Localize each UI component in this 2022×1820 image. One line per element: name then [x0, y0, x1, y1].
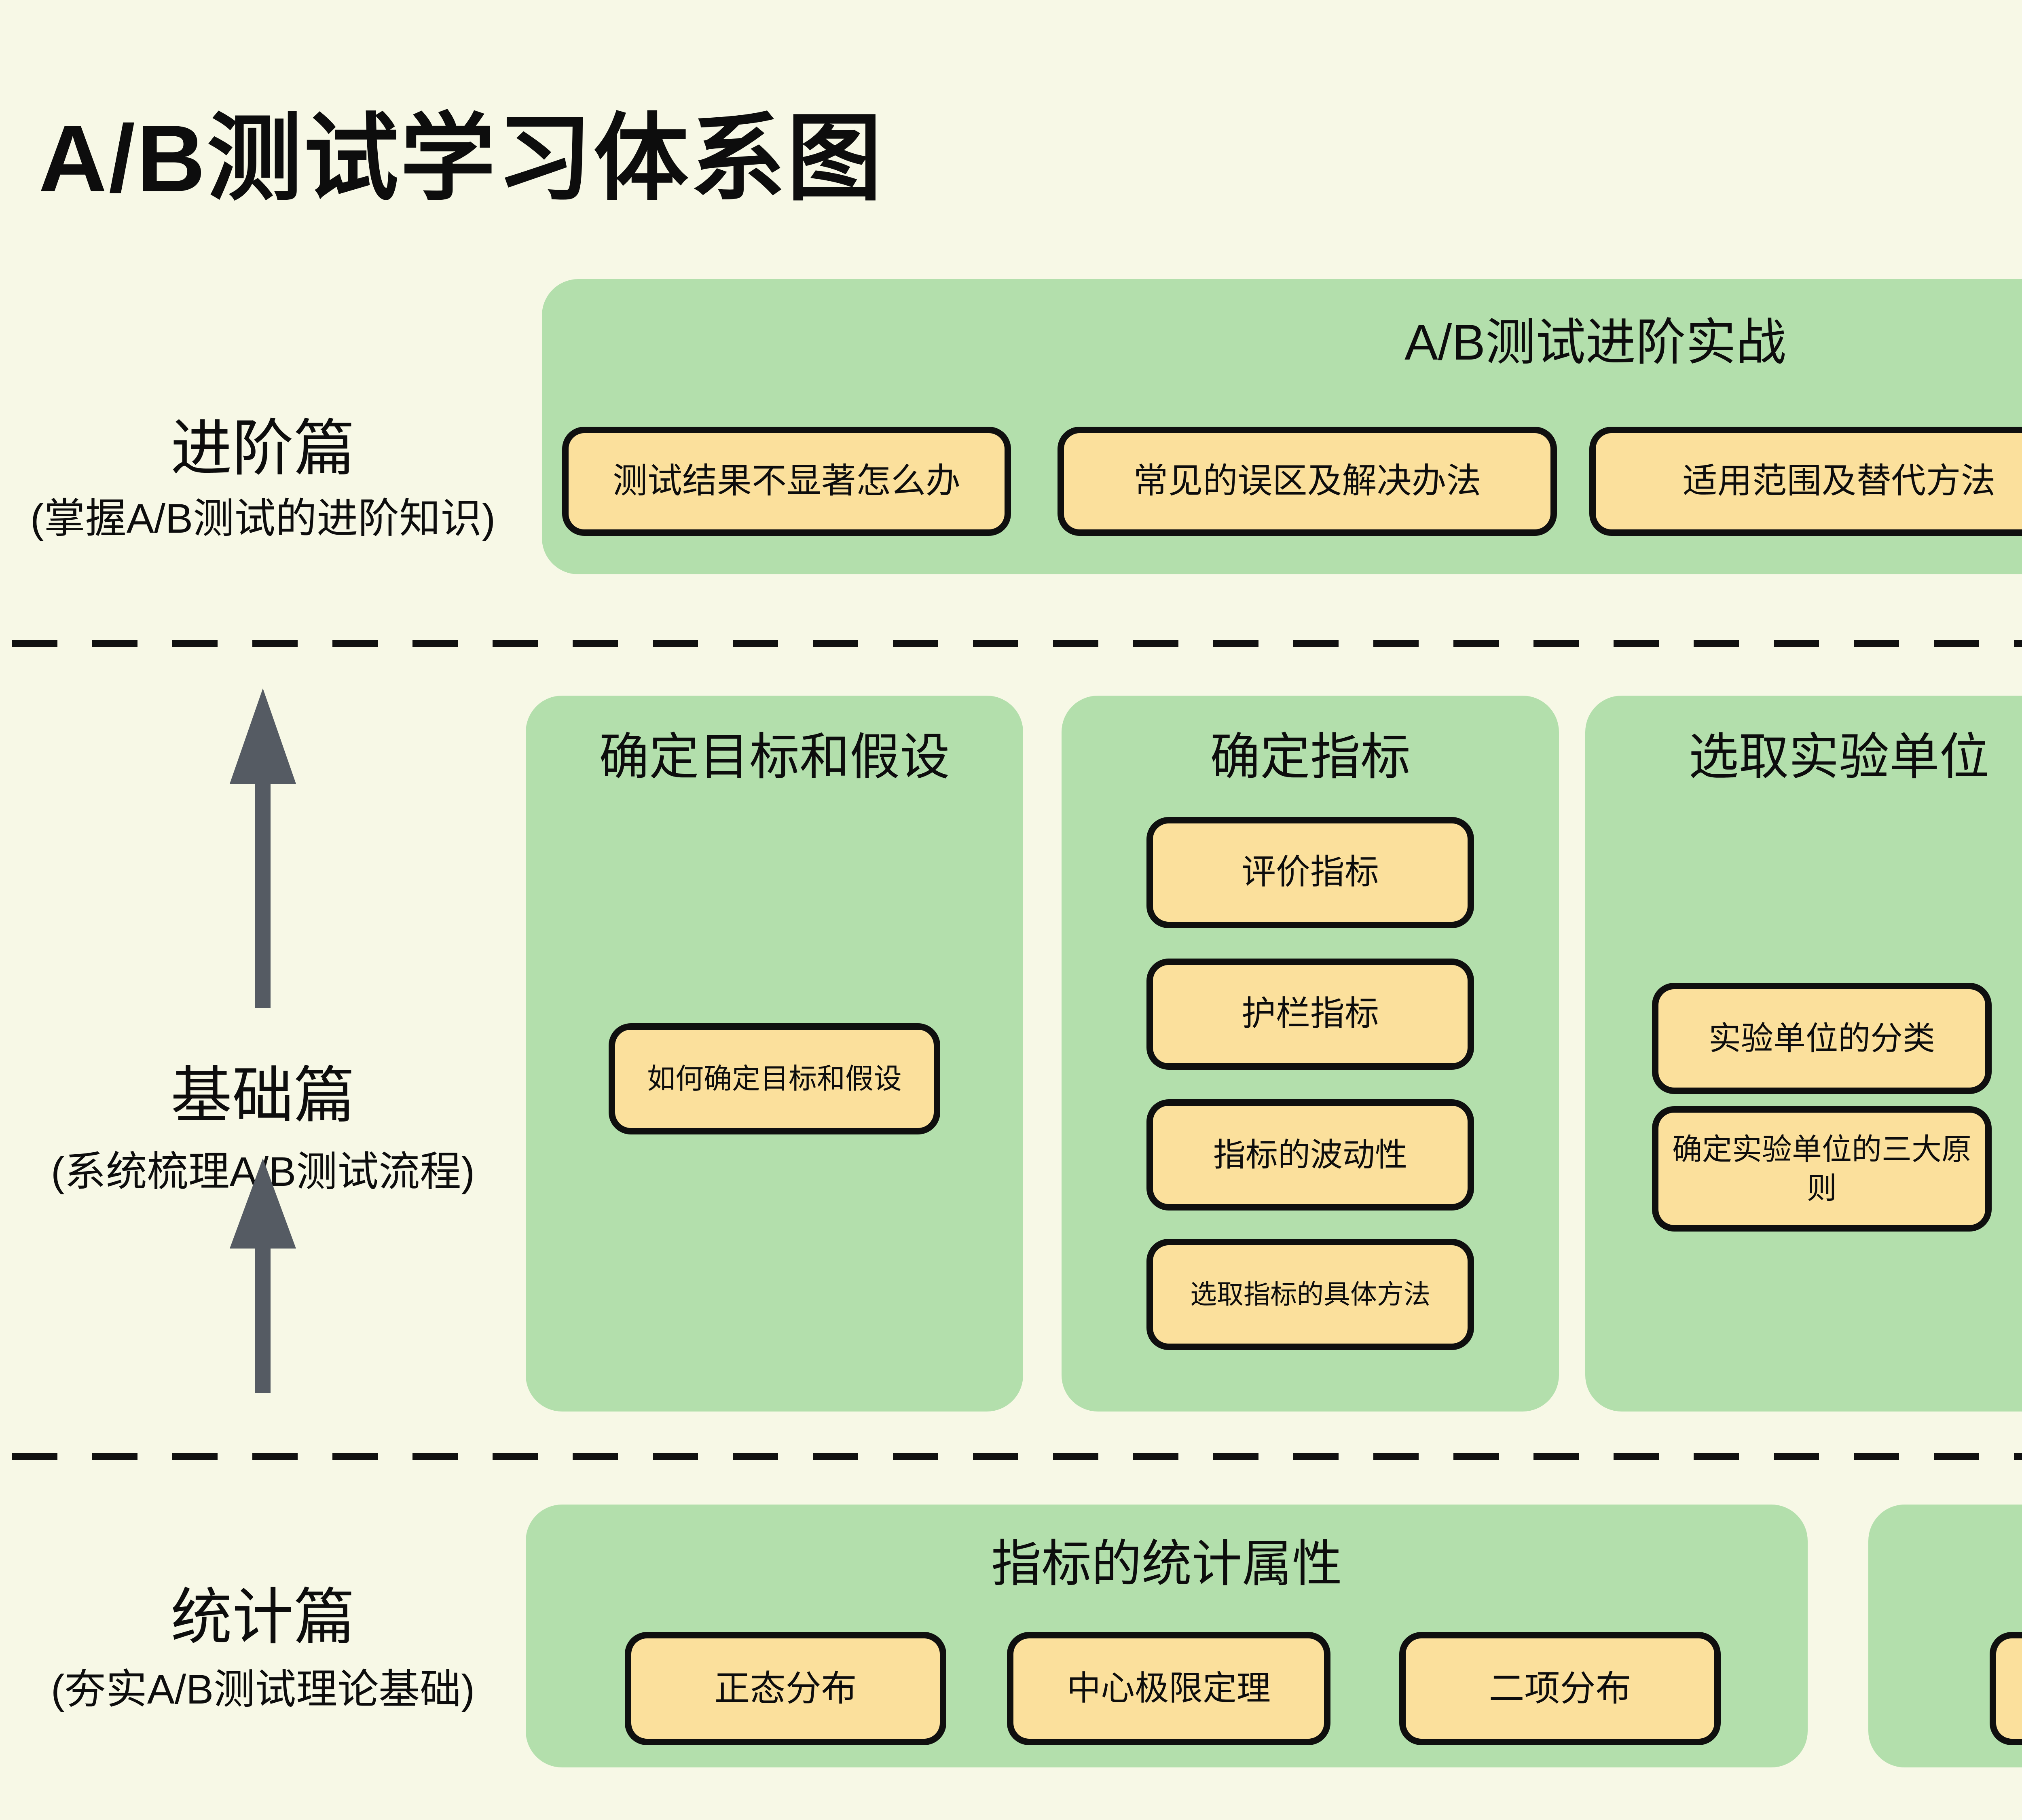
section-divider-bottom — [12, 1453, 2022, 1460]
up-arrow-icon — [230, 688, 296, 1008]
node-insignificant-results: 测试结果不显著怎么办 — [562, 427, 1011, 536]
section-sub-advanced: (掌握A/B测试的进阶知识) — [30, 495, 496, 542]
node-common-pitfalls: 常见的误区及解决办法 — [1058, 427, 1557, 536]
node-unit-three-principles: 确定实验单位的三大原则 — [1652, 1106, 1992, 1232]
node-null-alternative-hypothesis: 零假设和备择假设 — [1990, 1632, 2022, 1745]
panel-title: 确定指标 — [1210, 729, 1411, 785]
node-guardrail-metrics: 护栏指标 — [1146, 959, 1474, 1070]
section-divider-top — [12, 640, 2022, 647]
section-sub-stats: (夯实A/B测试理论基础) — [51, 1666, 475, 1712]
node-scope-alternatives: 适用范围及替代方法 — [1589, 427, 2022, 536]
panel-title: A/B测试进阶实战 — [1404, 315, 1786, 370]
node-binomial-distribution: 二项分布 — [1399, 1632, 1721, 1745]
up-arrow-icon — [230, 1158, 296, 1393]
node-normal-distribution: 正态分布 — [625, 1632, 946, 1745]
node-unit-classification: 实验单位的分类 — [1652, 983, 1992, 1094]
section-label-basic: 基础篇 — [171, 1061, 355, 1130]
panel-title: 假设检验 — [1868, 1523, 2022, 1596]
node-evaluation-metrics: 评价指标 — [1146, 817, 1474, 928]
panel-title: 选取实验单位 — [1688, 729, 1990, 785]
section-label-advanced: 进阶篇 — [171, 414, 355, 483]
node-central-limit-theorem: 中心极限定理 — [1007, 1632, 1330, 1745]
panel-title: 确定目标和假设 — [599, 729, 950, 785]
node-how-set-goal: 如何确定目标和假设 — [609, 1023, 940, 1134]
section-label-stats: 统计篇 — [171, 1583, 355, 1652]
page-title: A/B测试学习体系图 — [38, 105, 884, 212]
node-metric-volatility: 指标的波动性 — [1146, 1099, 1474, 1211]
panel-goal-hypothesis: 确定目标和假设 — [526, 696, 1023, 1412]
panel-title: 指标的统计属性 — [991, 1536, 1342, 1592]
node-metric-selection-methods: 选取指标的具体方法 — [1146, 1239, 1474, 1350]
